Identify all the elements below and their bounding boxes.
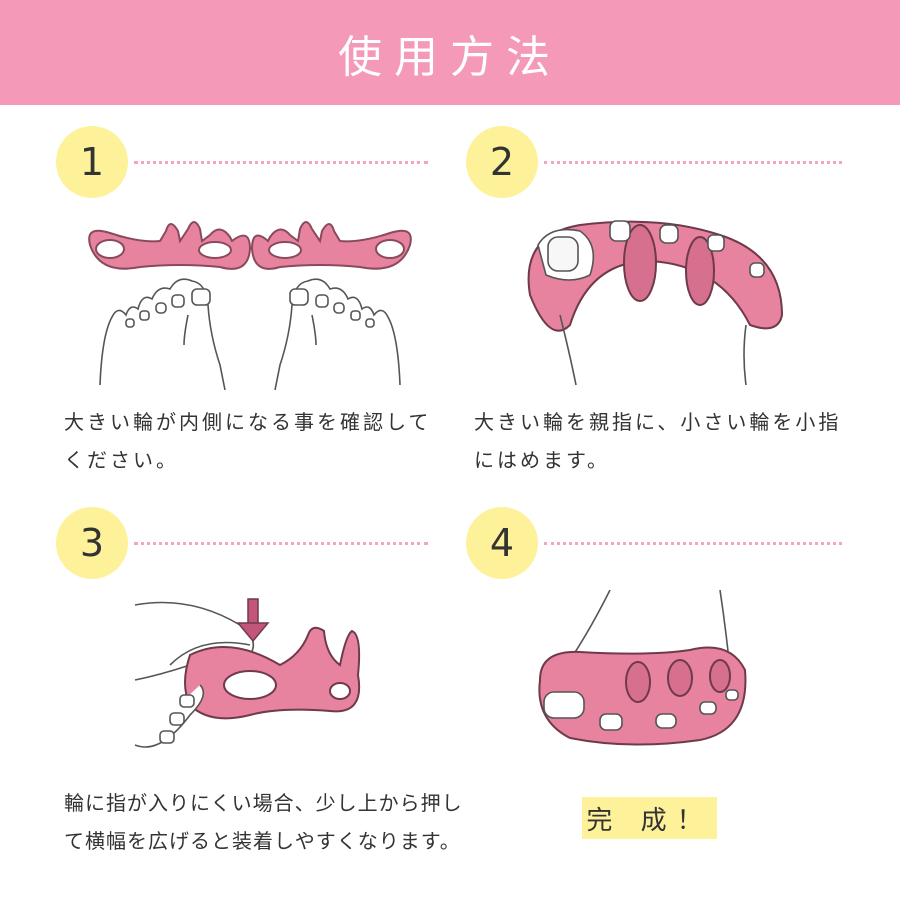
foot-left	[99, 278, 226, 391]
step-number-badge: 1	[56, 126, 128, 198]
step-1-line-1: 大きい輪が内側になる事を確認して	[64, 410, 432, 434]
step-2-header: 2	[466, 126, 842, 198]
step-number-badge: 4	[466, 507, 538, 579]
foot-toes	[134, 684, 205, 748]
step-2-line-1: 大きい輪を親指に、小さい輪を小指	[474, 410, 842, 434]
step-2-illustration	[527, 220, 784, 386]
step-number-badge: 2	[466, 126, 538, 198]
completion-badge: 完 成！	[582, 797, 717, 839]
toes	[537, 220, 765, 386]
step-1-line-2: ください。	[64, 448, 179, 472]
step-3-header: 3	[56, 507, 428, 579]
step-4-header: 4	[466, 507, 842, 579]
page-header: 使用方法	[0, 0, 900, 105]
step-3-text: 輪に指が入りにくい場合、少し上から押し て横幅を広げると装着しやすくなります。	[64, 784, 463, 860]
completion-label: 完 成！	[586, 805, 713, 836]
toe-separator-left	[88, 221, 252, 270]
step-4-illustration	[538, 590, 747, 746]
step-1-illustration	[88, 221, 412, 391]
toe-separator-right	[250, 221, 412, 270]
step-1-text: 大きい輪が内側になる事を確認して ください。	[64, 403, 431, 479]
press-arrow	[236, 598, 270, 643]
foot-right	[274, 278, 401, 391]
step-2-text: 大きい輪を親指に、小さい輪を小指 にはめます。	[474, 403, 841, 479]
step-3-illustration	[134, 598, 361, 748]
dotted-divider	[134, 541, 428, 545]
dotted-divider	[134, 160, 428, 164]
page-title: 使用方法	[338, 31, 562, 83]
step-3-line-1: 輪に指が入りにくい場合、少し上から押し	[64, 791, 463, 815]
step-number-badge: 3	[56, 507, 128, 579]
step-1-header: 1	[56, 126, 428, 198]
dotted-divider	[544, 541, 842, 545]
step-3-line-2: て横幅を広げると装着しやすくなります。	[64, 829, 461, 853]
toenails	[543, 689, 739, 731]
dotted-divider	[544, 160, 842, 164]
step-2-line-2: にはめます。	[474, 448, 610, 472]
toe-separator-pressed	[184, 626, 361, 720]
toe-separator-worn	[538, 646, 747, 746]
